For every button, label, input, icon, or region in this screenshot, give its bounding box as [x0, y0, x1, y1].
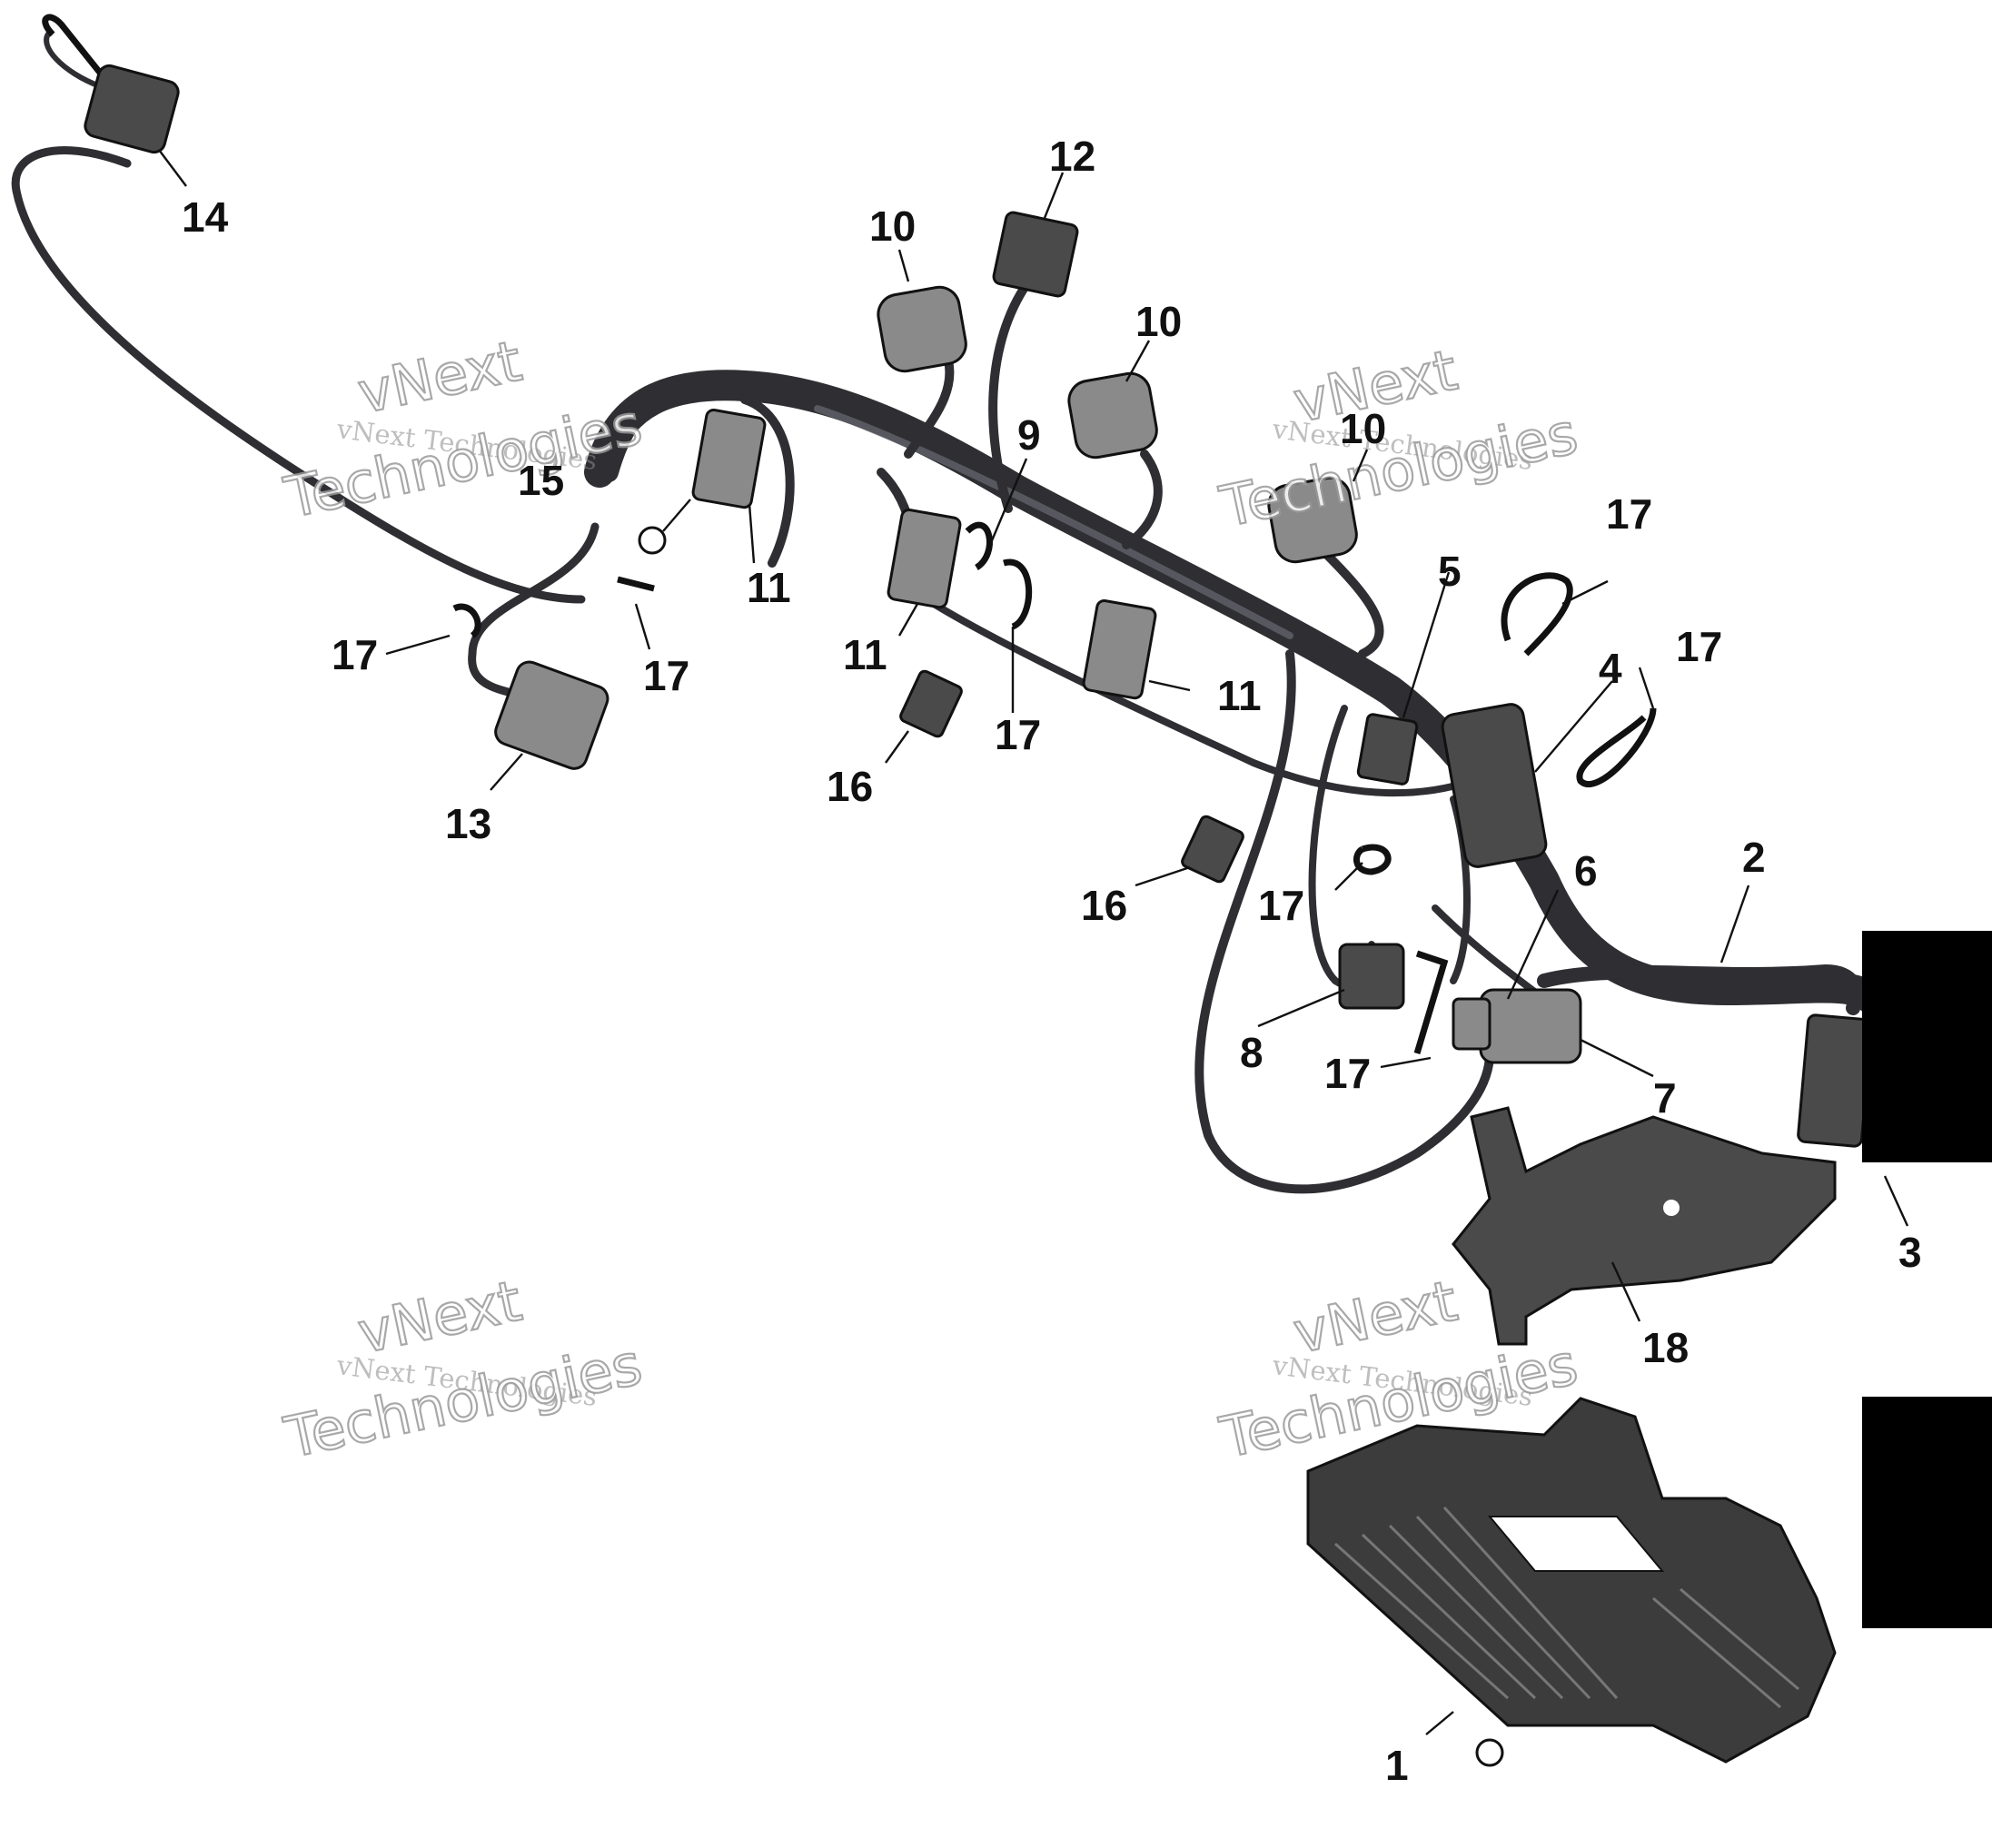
watermark-right-top: vNext vNext Technologies Technologies: [1214, 336, 1584, 541]
callout-11c: 11: [1217, 672, 1262, 719]
callout-16b: 16: [1081, 882, 1127, 929]
bracket-18: [1452, 1106, 1837, 1346]
callout-6: 6: [1574, 847, 1598, 894]
connector-11-left: [691, 408, 767, 509]
svg-text:vNext: vNext: [352, 328, 527, 427]
callout-12: 12: [1049, 133, 1095, 180]
clip-9: [965, 521, 993, 570]
callout-13: 13: [445, 800, 491, 847]
connector-7: [1479, 988, 1582, 1064]
sensor-16-lower: [1181, 815, 1244, 884]
callout-17e: 17: [1324, 1050, 1371, 1097]
callout-17d: 17: [1258, 882, 1304, 929]
svg-text:Technologies: Technologies: [279, 390, 648, 530]
watermark-left-bottom: vNext vNext Technologies Technologies: [278, 1267, 649, 1472]
connector-13: [494, 660, 609, 770]
callout-11a: 11: [747, 564, 791, 611]
callout-17b: 17: [643, 652, 689, 699]
callout-9: 9: [1017, 411, 1041, 459]
callout-10a: 10: [869, 203, 916, 250]
svg-text:Technologies: Technologies: [1214, 400, 1583, 539]
callout-10c: 10: [1340, 405, 1386, 452]
callout-18: 18: [1642, 1324, 1689, 1371]
connector-3: [1797, 1013, 1873, 1148]
sensor-16-upper: [899, 669, 963, 738]
callout-4: 4: [1599, 645, 1622, 692]
watermark-left-top: vNext vNext Technologies Technologies: [278, 327, 649, 532]
clip-6: [1452, 997, 1492, 1051]
callout-17f: 17: [1606, 490, 1652, 538]
connector-10-upper: [877, 285, 967, 373]
svg-text:Technologies: Technologies: [279, 1330, 648, 1470]
connector-10-middle: [1067, 371, 1158, 460]
cable-ties-17: [452, 558, 1657, 1055]
callout-7: 7: [1653, 1074, 1677, 1122]
callout-14: 14: [182, 193, 229, 241]
callout-8: 8: [1240, 1029, 1264, 1076]
callout-15: 15: [518, 457, 564, 504]
callout-11b: 11: [843, 631, 887, 678]
callout-17g: 17: [1676, 623, 1722, 670]
svg-text:vNext: vNext: [352, 1268, 527, 1367]
callout-2: 2: [1742, 834, 1766, 881]
callout-5: 5: [1438, 548, 1462, 595]
leader-lines: [158, 149, 1909, 1735]
callout-1: 1: [1385, 1742, 1409, 1789]
callout-17c: 17: [995, 711, 1041, 758]
callout-10b: 10: [1135, 298, 1182, 345]
edge-blocks: [1862, 931, 1992, 1628]
callout-3: 3: [1898, 1229, 1922, 1276]
connector-12: [992, 211, 1079, 298]
connector-10-right: [1267, 476, 1358, 564]
callout-17a: 17: [332, 631, 378, 678]
connector-8: [1338, 943, 1405, 1010]
callout-16a: 16: [827, 763, 873, 810]
ground-eyelet-15: [638, 499, 691, 555]
harness-wires: [11, 29, 1887, 1194]
connector-11-middle: [887, 508, 962, 609]
connector-11-right: [1082, 598, 1157, 700]
connector-14: [42, 14, 180, 154]
svg-text:vNext: vNext: [1288, 1268, 1462, 1367]
sleeve-4: [1441, 703, 1548, 868]
ecu-module-1: [1306, 1397, 1837, 1767]
connector-5: [1356, 713, 1419, 786]
callout-labels: 1 2 3 4 5 6 7 8 9 10 10 10 11 11 11 12 1…: [182, 133, 1922, 1789]
